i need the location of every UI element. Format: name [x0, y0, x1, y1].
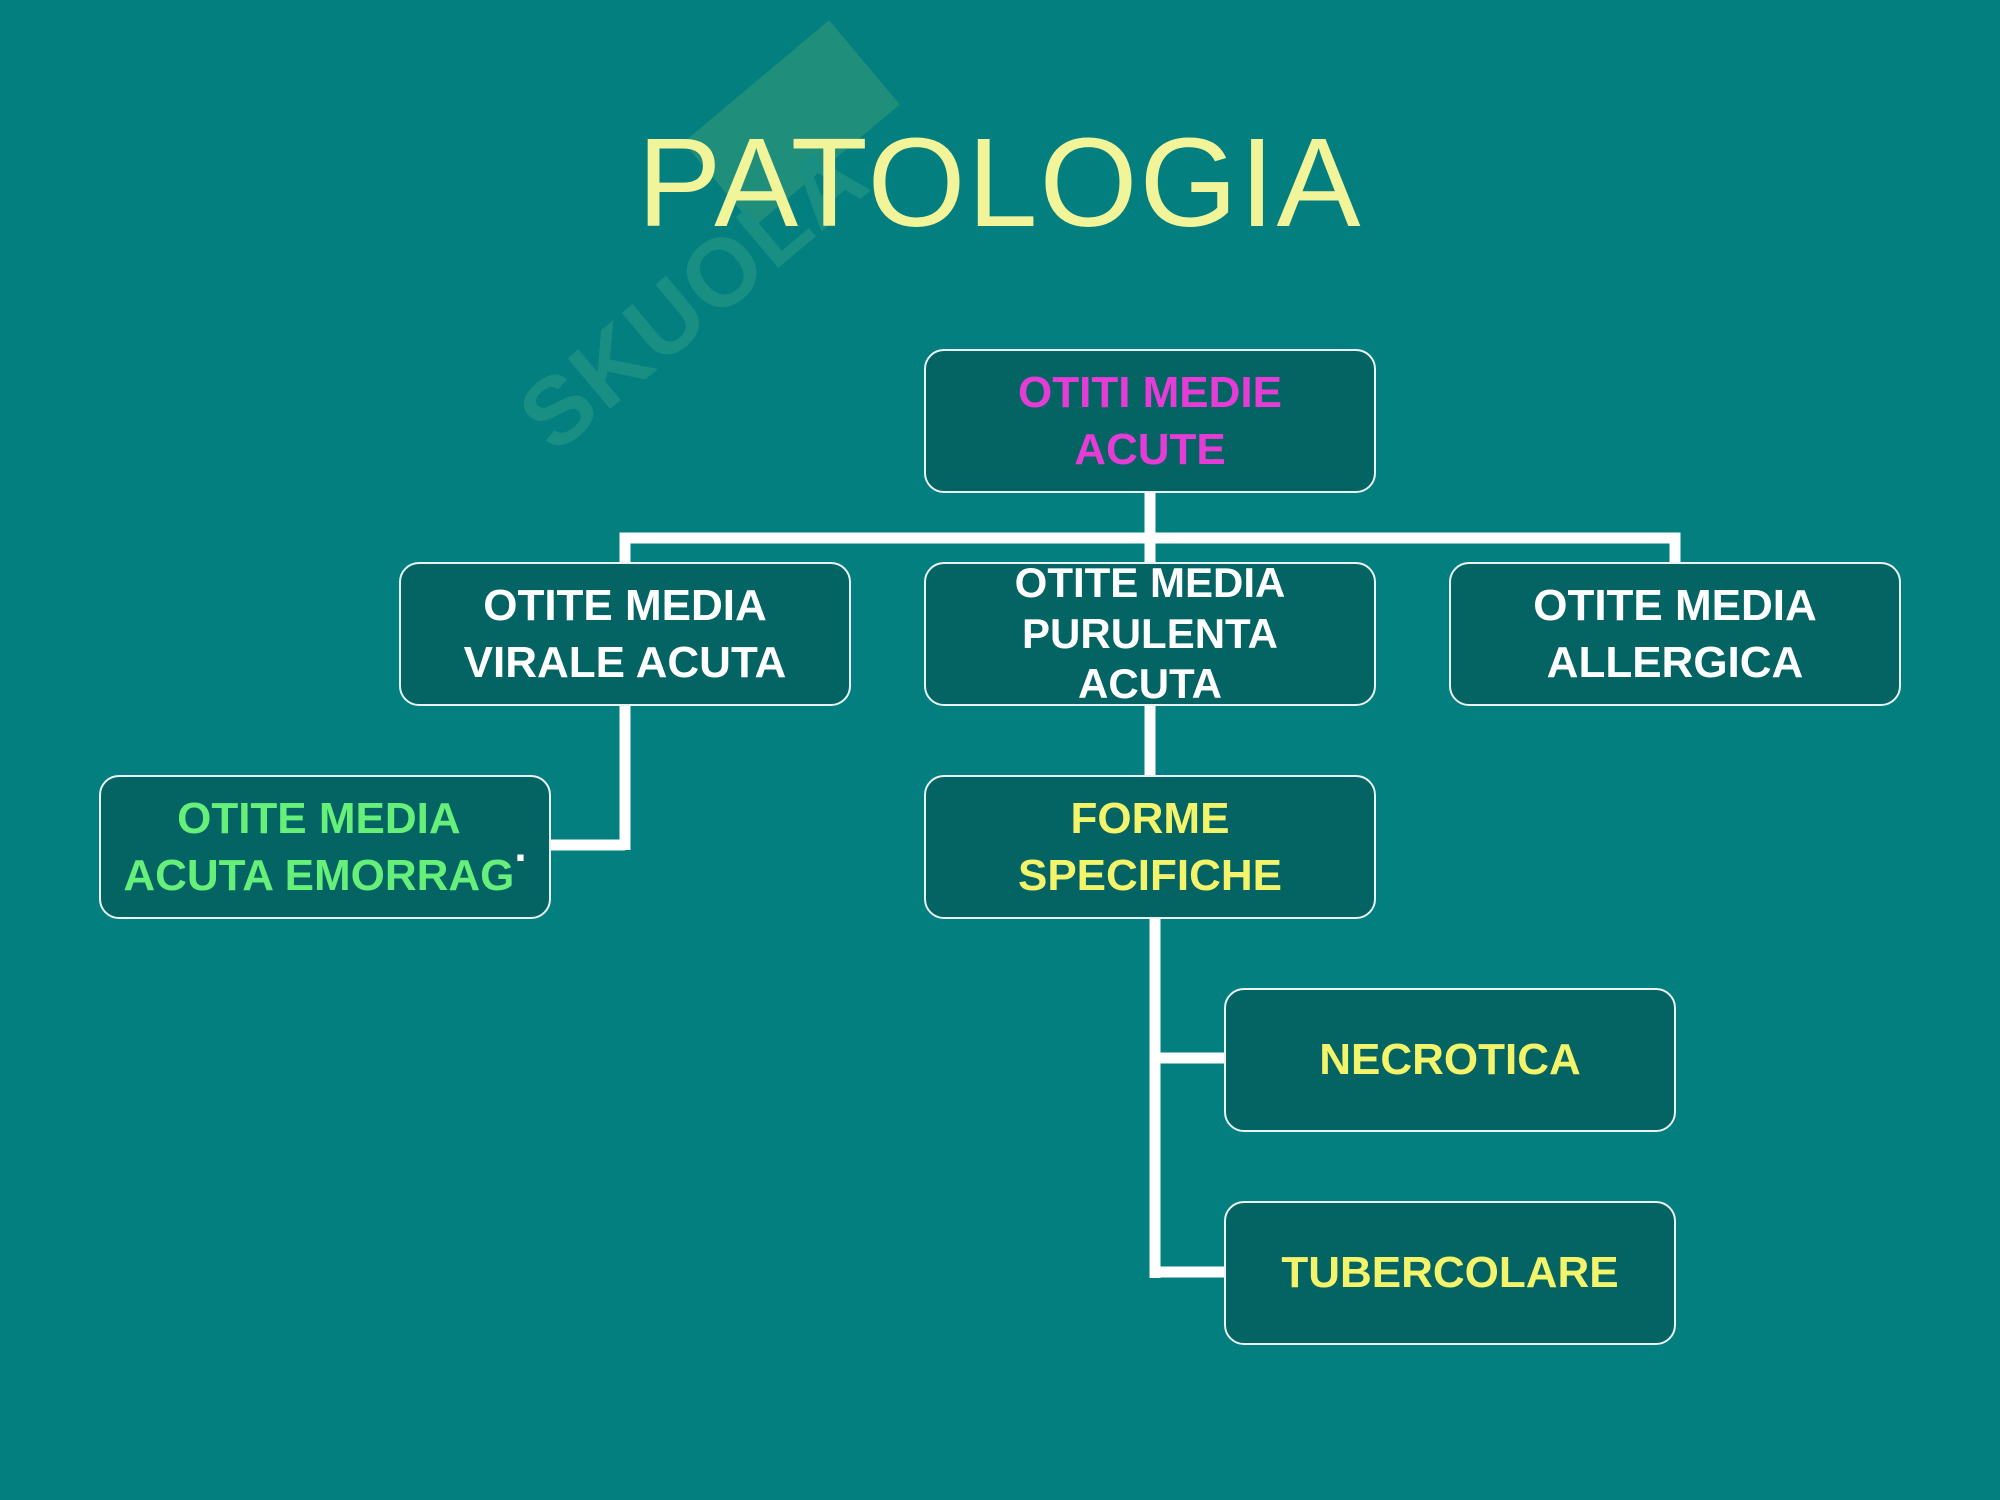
node-otite-media-acuta-emorrag: OTITE MEDIA ACUTA EMORRAG. — [99, 775, 551, 919]
node-forme-specifiche: FORME SPECIFICHE — [924, 775, 1376, 919]
emorrag-suffix: . — [514, 822, 527, 872]
node-tubercolare: TUBERCOLARE — [1224, 1201, 1676, 1345]
slide-title: PATOLOGIA — [637, 112, 1363, 253]
node-otiti-medie-acute: OTITI MEDIE ACUTE — [924, 349, 1376, 493]
node-otite-media-allergica: OTITE MEDIA ALLERGICA — [1449, 562, 1901, 706]
level1-bar — [619, 532, 1681, 563]
emorrag-label: OTITE MEDIA ACUTA EMORRAG — [123, 793, 515, 900]
node-necrotica: NECROTICA — [1224, 988, 1676, 1132]
node-otite-media-virale-acuta: OTITE MEDIA VIRALE ACUTA — [399, 562, 851, 706]
node-otite-media-purulenta-acuta: OTITE MEDIA PURULENTA ACUTA — [924, 559, 1376, 707]
